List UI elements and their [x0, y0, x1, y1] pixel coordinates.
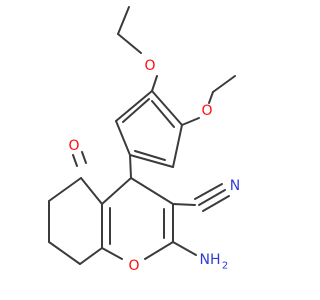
nitrogen-amine-subscript: 2 — [222, 261, 228, 272]
bond-c4a-c4 — [101, 177, 132, 205]
bond-ethyl1-c1c2 — [117, 6, 130, 35]
nitrogen-amine-label: NH — [200, 252, 221, 268]
bonds — [48, 6, 236, 265]
oxygen-ether-right-label: O — [201, 103, 212, 119]
bond-c2-oring — [144, 241, 174, 260]
bond-ar-4 — [115, 120, 131, 156]
bond-c4a-c5 — [80, 177, 103, 205]
molecule-structure: O O O O N NH 2 — [48, 6, 240, 274]
bond-ketone-2 — [81, 151, 87, 164]
oxygen-ketone: O — [68, 138, 79, 154]
bond-ar-1 — [151, 90, 183, 126]
oxygen-ether-top-label: O — [144, 58, 155, 74]
bond-ethyl2-c1c2 — [212, 75, 236, 93]
bond-ar-2 — [172, 124, 183, 168]
bond-oring-c8a — [101, 247, 123, 260]
bond-ethyl2-oar — [181, 117, 200, 126]
bond-c3-cn — [172, 203, 196, 206]
bond-ethyl1-oar — [151, 75, 158, 92]
bond-ethyl1-c2o — [117, 33, 142, 54]
bond-c7-c8 — [48, 241, 81, 265]
bond-ar-c4 — [129, 154, 132, 179]
bond-nitrile-3 — [202, 195, 230, 212]
bond-c5-c6 — [48, 177, 82, 202]
bond-c2-nh2 — [172, 241, 197, 256]
bond-ar-double-2 — [134, 150, 166, 161]
bond-ar-3 — [129, 154, 174, 168]
oxygen-ketone-label: O — [68, 138, 79, 154]
oxygen-ether-right: O — [201, 103, 212, 119]
nitrogen-amine: NH 2 — [200, 252, 229, 272]
bond-c4-c3 — [130, 177, 174, 205]
bond-ar-double-1 — [151, 100, 175, 128]
nitrogen-nitrile-label: N — [230, 178, 240, 194]
bond-ar-5 — [115, 90, 153, 122]
bond-nitrile-1 — [194, 183, 223, 200]
atom-labels: O O O O N NH 2 — [68, 58, 240, 274]
oxygen-ether-top: O — [144, 58, 155, 74]
bond-ar-double-3 — [122, 98, 150, 123]
oxygen-ring: O — [128, 258, 139, 274]
bond-nitrile-2 — [198, 189, 226, 206]
oxygen-ring-label: O — [128, 258, 139, 274]
bond-ethyl2-c2o — [208, 91, 214, 104]
bond-ketone-1 — [72, 154, 78, 167]
nitrogen-nitrile: N — [230, 178, 240, 194]
bond-c8-c8a — [79, 247, 103, 265]
